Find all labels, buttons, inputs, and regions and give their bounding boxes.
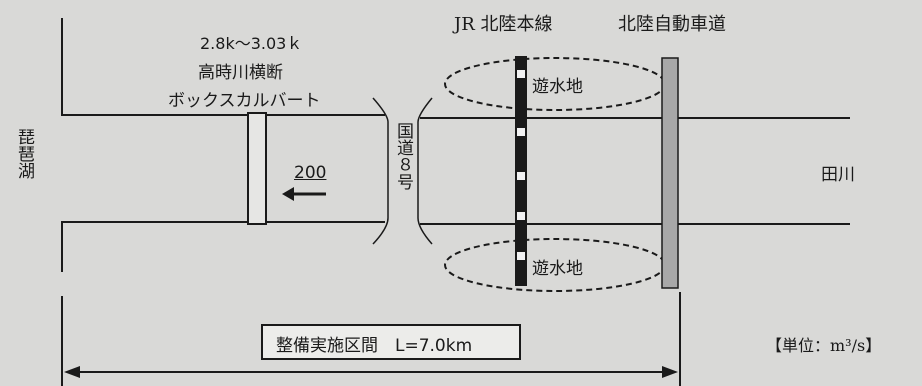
section-arrow-left [64, 366, 80, 378]
river-upper-bank-left [61, 18, 385, 116]
culvert-name-line2: ボックスカルバート [168, 91, 321, 111]
river-label: 田川 [821, 165, 855, 185]
river-lower-bank-left [61, 221, 385, 272]
route8-label: 国道８号 [393, 122, 413, 190]
lake-label: 琵琶湖 [14, 128, 34, 179]
route8-right-bracket [417, 97, 433, 245]
flow-value-label: 200 [294, 163, 327, 183]
flow-arrow-head [282, 187, 294, 201]
section-label-box [261, 324, 521, 360]
section-arrow-right [662, 366, 678, 378]
jr-line-label: JR 北陸本線 [454, 14, 553, 35]
route8-left-bracket [372, 97, 389, 245]
retention-bottom-label: 遊水地 [532, 259, 583, 279]
expressway-bar [661, 57, 679, 289]
section-label: 整備実施区間 L=7.0km [276, 336, 473, 356]
box-culvert [247, 112, 267, 225]
retention-top-label: 遊水地 [532, 77, 583, 97]
culvert-range-label: 2.8k～3.03ｋ [200, 34, 303, 53]
culvert-name-line1: 高時川横断 [198, 63, 283, 83]
unit-label: 【単位：m³/s】 [766, 336, 882, 355]
jr-railway-line [515, 56, 527, 286]
expressway-label: 北陸自動車道 [618, 14, 726, 35]
